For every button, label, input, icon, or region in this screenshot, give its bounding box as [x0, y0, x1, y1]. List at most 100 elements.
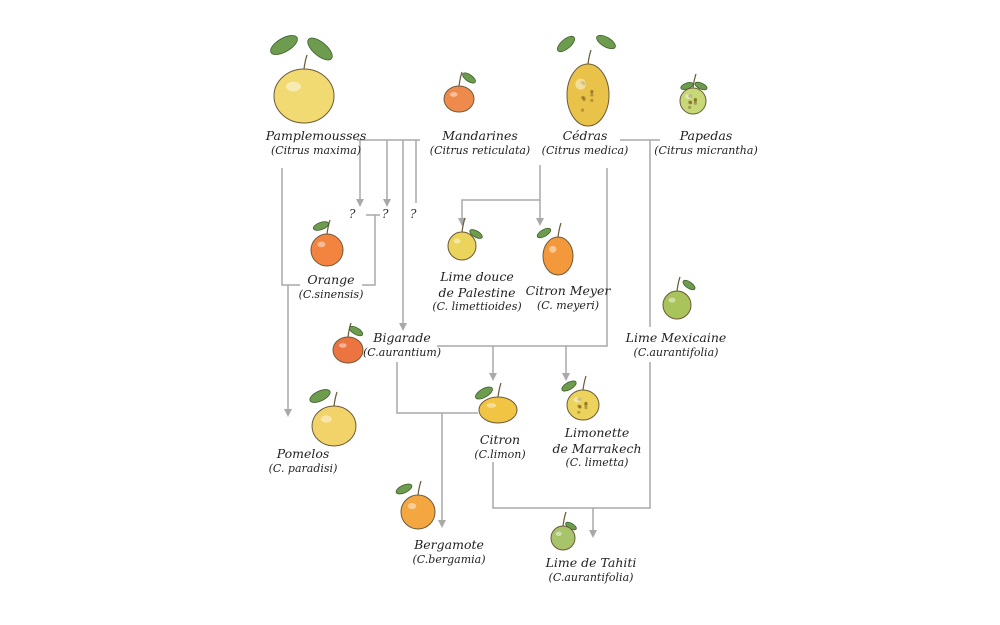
fruit-highlight — [573, 397, 582, 403]
fruit-texture — [584, 401, 588, 405]
pomelo-fruit-icon — [270, 35, 335, 124]
fruit-texture — [693, 101, 697, 105]
node-scientific-name: (C. limettioides) — [432, 300, 522, 314]
node-citron: Citron (C.limon) — [474, 432, 525, 461]
fruit-texture — [693, 97, 697, 102]
sweet-lime-fruit-icon — [447, 217, 483, 261]
node-scientific-name: (C.limon) — [474, 447, 526, 461]
unknown-parent-mark: ? — [382, 207, 389, 221]
link-q-orange — [362, 214, 380, 286]
node-name: Cédras — [562, 128, 608, 143]
fruit-stem — [461, 217, 466, 233]
fruit-texture — [578, 397, 582, 402]
node-scientific-name: (Citrus reticulata) — [429, 143, 531, 157]
fruit-texture — [687, 94, 692, 98]
node-scientific-name: (C. paradisi) — [268, 461, 338, 475]
fruit-texture — [590, 89, 594, 94]
fruit-stem — [458, 71, 463, 87]
fruit-highlight — [555, 531, 562, 536]
fruit-stem — [497, 382, 502, 398]
lemon-fruit-icon — [475, 382, 518, 424]
limetta-fruit-icon — [561, 375, 600, 421]
connection-lines — [281, 139, 660, 538]
link-papedas-down — [492, 140, 651, 509]
node-limonette: Limonette de Marrakech (C. limetta) — [552, 425, 641, 470]
fruit-leaf — [348, 325, 364, 337]
fruit-leaf — [270, 35, 298, 55]
fruit-leaf — [682, 279, 696, 291]
node-scientific-name: (C.aurantium) — [362, 345, 442, 359]
fruit-texture — [582, 82, 586, 86]
fruit-body — [447, 231, 477, 261]
papeda-fruit-icon — [679, 73, 708, 115]
fruit-stem — [417, 480, 422, 496]
fruit-body — [443, 85, 475, 113]
fruit-stem — [587, 49, 592, 65]
node-name: Bigarade — [373, 330, 431, 345]
tahiti-lime-fruit-icon — [550, 511, 577, 551]
bergamot-fruit-icon — [395, 480, 436, 530]
fruit-highlight — [668, 297, 676, 303]
fruit-body — [332, 336, 364, 364]
fruit-body — [566, 63, 610, 127]
fruit-leaf — [395, 483, 413, 495]
fruit-texture — [688, 100, 693, 104]
grapefruit-fruit-icon — [309, 389, 357, 447]
fruit-leaf — [307, 37, 333, 61]
fruit-stem — [333, 391, 338, 407]
fruit-body — [566, 389, 600, 421]
node-name: Lime de Tahiti — [545, 555, 637, 570]
node-name: Lime douce — [440, 269, 514, 284]
fruit-texture — [580, 108, 585, 112]
fruit-highlight — [286, 81, 301, 92]
node-bergamote: Bergamote (C.bergamia) — [412, 537, 485, 566]
fruit-texture — [590, 90, 594, 94]
fruit-leaf — [462, 72, 476, 84]
node-scientific-name: (Citrus maxima) — [270, 143, 362, 157]
fruit-stem — [582, 375, 587, 391]
node-scientific-name: (C.sinensis) — [298, 287, 364, 301]
fruit-highlight — [339, 343, 347, 348]
fruit-illustrations — [270, 34, 708, 551]
link-pomelo-orange — [281, 168, 300, 286]
fruit-texture — [590, 93, 594, 97]
fruit-highlight — [549, 245, 557, 253]
fruit-stem — [326, 219, 331, 235]
fruit-highlight — [486, 403, 497, 408]
fruit-highlight — [575, 78, 586, 90]
fruit-texture — [688, 100, 692, 104]
node-orange: Orange (C.sinensis) — [299, 272, 364, 301]
fruit-texture — [578, 405, 582, 409]
node-scientific-name: (C.aurantifolia) — [548, 570, 634, 584]
fruit-texture — [577, 404, 581, 408]
fruit-highlight — [320, 415, 332, 423]
node-scientific-name: (Citrus medica) — [541, 143, 629, 157]
node-lime-douce: Lime douce de Palestine (C. limettioides… — [432, 269, 521, 314]
fruit-texture — [582, 97, 586, 102]
fruit-body — [400, 494, 436, 530]
fruit-texture — [582, 96, 586, 100]
meyer-lemon-fruit-icon — [536, 222, 574, 276]
fruit-body — [679, 87, 707, 115]
fruit-stem — [557, 222, 562, 238]
node-name-line-2: de Palestine — [438, 284, 516, 300]
fruit-texture — [584, 403, 588, 407]
node-name: Pamplemousses — [265, 128, 367, 143]
node-scientific-name: (C. meyeri) — [536, 298, 600, 312]
fruit-body — [311, 405, 357, 447]
fruit-texture — [584, 405, 588, 410]
fruit-body — [550, 525, 576, 551]
fruit-body — [662, 290, 692, 320]
fruit-leaf — [309, 389, 331, 403]
fruit-texture — [577, 397, 581, 401]
fruit-leaf — [312, 221, 330, 231]
node-bigarade: Bigarade (C.aurantium) — [363, 330, 441, 359]
node-pomelos: Pomelos (C. paradisi) — [269, 446, 338, 475]
fruit-body — [273, 68, 335, 124]
fruit-texture — [687, 105, 692, 109]
link-bigarade-bergamote — [396, 362, 478, 524]
fruit-texture — [584, 401, 588, 406]
mandarin-fruit-icon — [443, 71, 476, 113]
fruit-texture — [581, 95, 585, 100]
node-name: Citron — [479, 432, 521, 447]
